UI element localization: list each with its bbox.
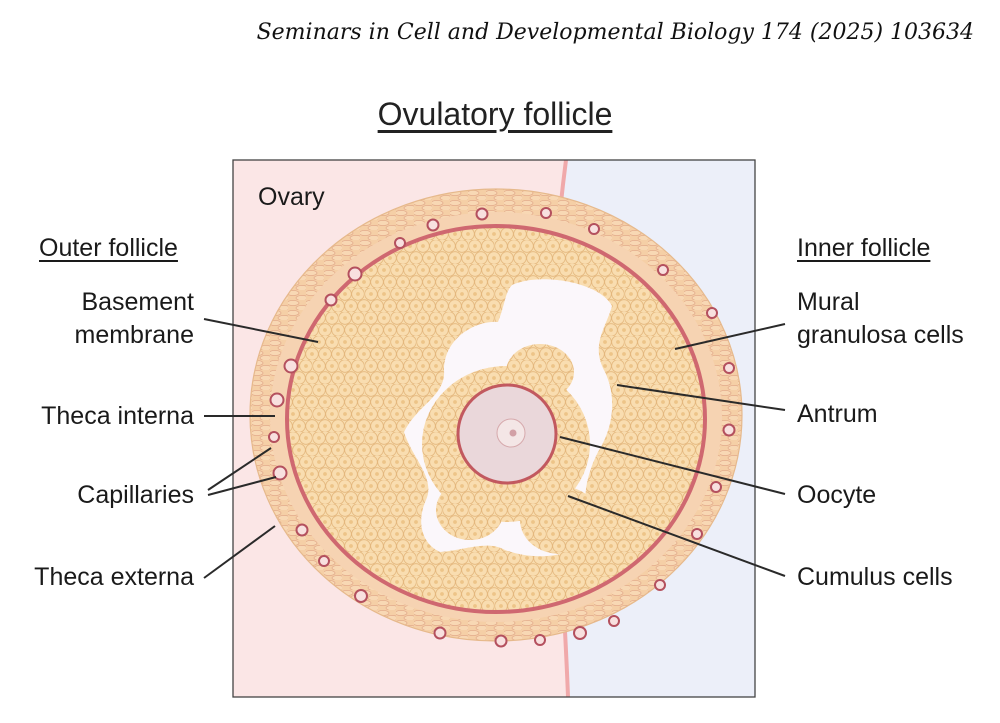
leader-lines [203, 318, 786, 579]
antrum-label: Antrum [797, 400, 878, 428]
mural-granulosa-label: Mural granulosa cells [797, 288, 964, 349]
leader-theca-externa [203, 525, 276, 579]
diagram-title: Ovulatory follicle [377, 96, 613, 132]
leader-mural-granulosa [674, 323, 786, 350]
oocyte-label: Oocyte [797, 481, 877, 509]
ovary-box-border [232, 159, 756, 698]
leader-cumulus [567, 495, 786, 577]
leader-basement-membrane [203, 318, 319, 343]
leader-antrum [616, 384, 786, 411]
theca-externa-label: Theca externa [34, 563, 194, 591]
leader-capillaries-2 [207, 476, 277, 496]
capillaries [268, 207, 736, 648]
journal-citation: Seminars in Cell and Developmental Biolo… [256, 20, 974, 45]
theca-interna-label: Theca interna [41, 402, 194, 430]
inner-follicle-heading: Inner follicle [797, 234, 931, 262]
basement-membrane-label: Basement membrane [74, 288, 195, 349]
ovary-label: Ovary [258, 183, 325, 211]
basement-membrane [285, 224, 707, 614]
leader-oocyte [559, 436, 786, 495]
cumulus-cells-label: Cumulus cells [797, 563, 953, 591]
capillaries-label: Capillaries [77, 481, 194, 509]
outer-follicle-heading: Outer follicle [39, 234, 178, 262]
follicle [249, 188, 743, 648]
leader-capillaries-1 [207, 447, 272, 491]
oocyte-nucleolus [509, 429, 517, 437]
